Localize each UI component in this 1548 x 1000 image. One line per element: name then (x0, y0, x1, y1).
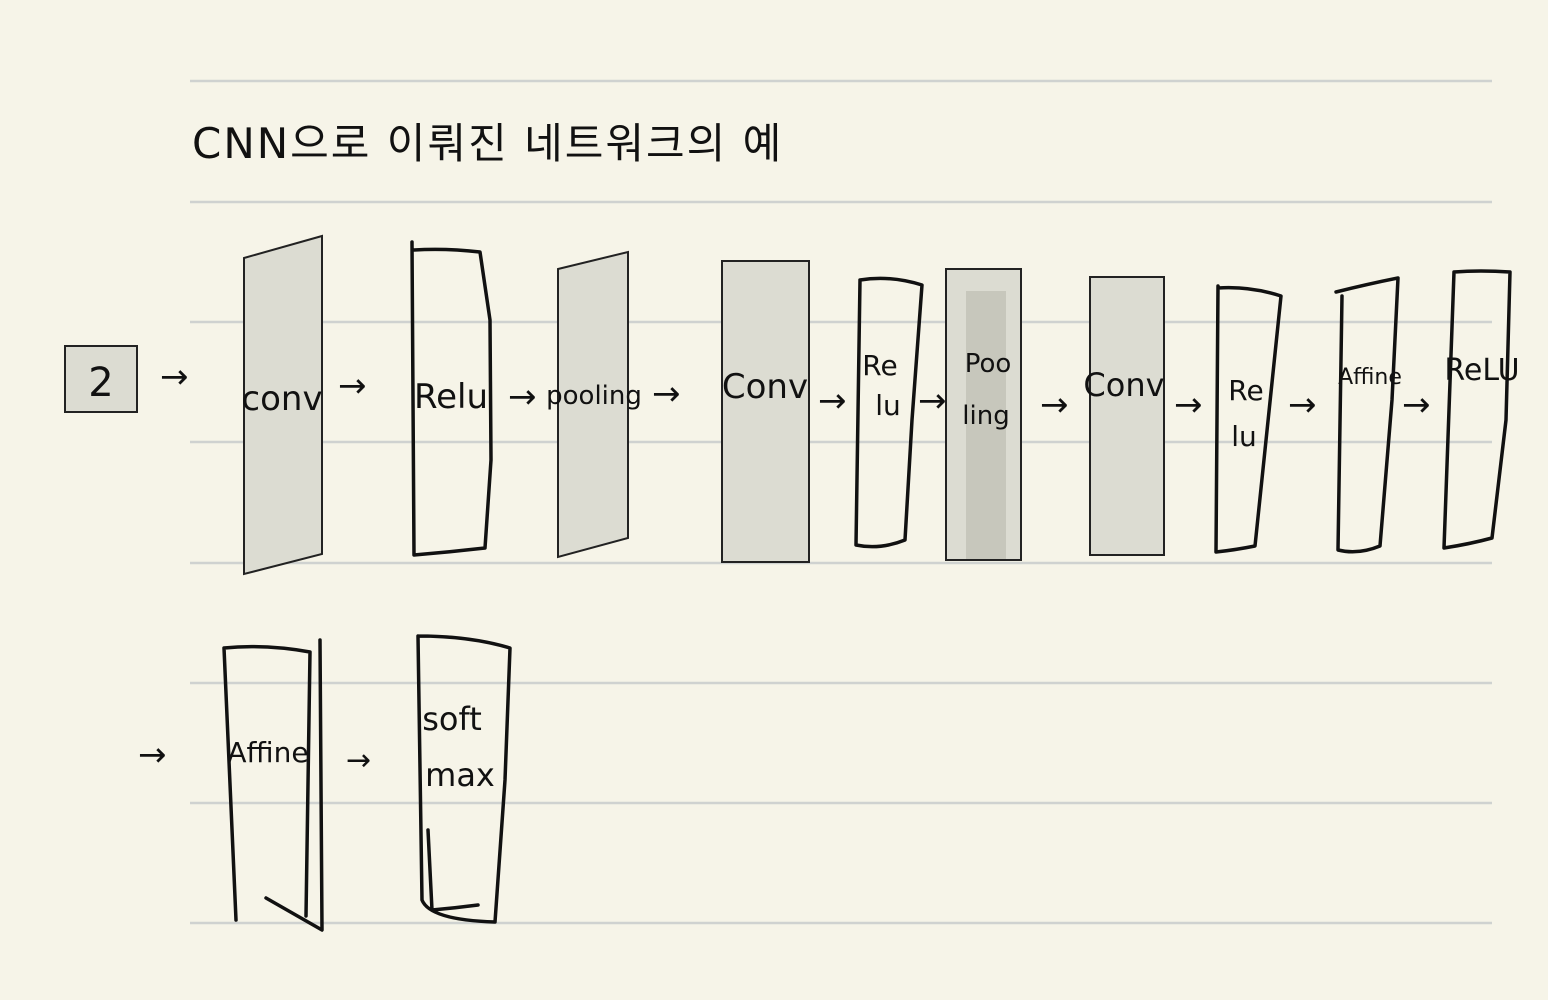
relu-layer-1-label: Relu (414, 377, 488, 417)
arrow-1: → (160, 357, 189, 397)
arrow-7: → (1040, 385, 1069, 425)
pooling-layer-1 (557, 250, 629, 559)
conv-layer-2-label: Conv (722, 367, 808, 407)
softmax-layer-label-top: soft (422, 700, 482, 738)
relu-layer-1 (410, 240, 493, 557)
affine-layer-2 (222, 638, 324, 932)
affine-layer-1-label: Affine (1338, 365, 1402, 390)
arrow-6: → (918, 381, 947, 421)
conv-layer-2 (721, 260, 810, 563)
relu-layer-4 (1442, 269, 1512, 550)
ruled-lines (190, 79, 1492, 925)
relu-layer-2-label-top: Re (862, 349, 897, 382)
pooling-layer-2-inner (966, 291, 1006, 559)
softmax-layer-label-bottom: max (425, 756, 495, 794)
arrow-3: → (508, 377, 537, 417)
relu-layer-3 (1214, 284, 1283, 554)
input-box (64, 345, 138, 413)
conv-layer-3 (1089, 276, 1165, 556)
input-label: 2 (88, 360, 113, 406)
page-title: CNN으로 이뤄진 네트워크의 예 (192, 119, 783, 168)
pooling-layer-1-label: pooling (546, 381, 642, 411)
affine-layer-2-label: Affine (227, 736, 308, 769)
arrow-2: → (338, 366, 367, 406)
conv-layer-1-label: conv (241, 379, 322, 419)
arrow-10: → (1402, 385, 1431, 425)
arrow-12: → (346, 743, 371, 778)
arrow-8: → (1174, 385, 1203, 425)
arrow-9: → (1288, 385, 1317, 425)
relu-layer-3-label-bottom: lu (1231, 420, 1257, 453)
pooling-layer-2-label-top: Poo (965, 349, 1012, 379)
arrow-11: → (138, 735, 167, 775)
relu-layer-2 (854, 276, 924, 549)
arrow-4: → (652, 374, 681, 414)
arrow-5: → (818, 381, 847, 421)
conv-layer-3-label: Conv (1083, 366, 1164, 404)
relu-layer-3-label-top: Re (1228, 374, 1263, 407)
conv-layer-1 (243, 234, 323, 576)
relu-layer-4-label: ReLU (1444, 353, 1519, 388)
softmax-layer (416, 634, 512, 924)
relu-layer-2-label-bottom: lu (875, 389, 901, 422)
pooling-layer-2-label-bottom: ling (962, 401, 1009, 431)
affine-layer-1 (1334, 276, 1400, 554)
